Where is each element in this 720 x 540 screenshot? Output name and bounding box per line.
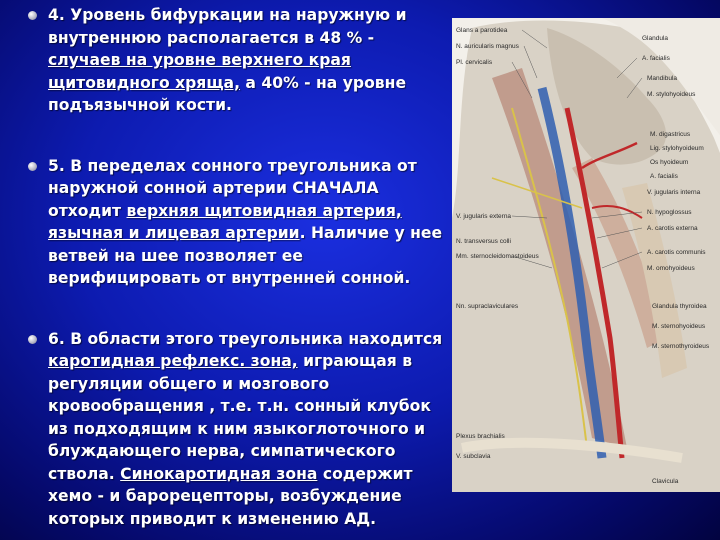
figure-label: V. jugularis interna bbox=[647, 189, 701, 196]
text-run-underlined: верхняя щитовидная артерия, язычная и ли… bbox=[48, 201, 402, 243]
text-run: Уровень бифуркации на наружную и внутрен… bbox=[48, 6, 407, 47]
figure-label: Pl. cervicalis bbox=[456, 59, 493, 66]
bullet-dot-icon bbox=[28, 334, 37, 344]
figure-label: A. carotis externa bbox=[647, 225, 698, 232]
bullet-number: 6. bbox=[48, 329, 65, 348]
bullet-item-5: 5. В переделах сонного треугольника от н… bbox=[28, 155, 448, 290]
vagus-nerve bbox=[511, 107, 588, 449]
figure-label: Glandula bbox=[642, 35, 668, 42]
neck-anatomy-illustration: Glans a parotidea N. auricularis magnus … bbox=[452, 18, 720, 492]
figure-label: M. stylohyoideus bbox=[647, 91, 696, 98]
text-run-underlined: случаев на уровне верхнего края щитовидн… bbox=[48, 51, 351, 92]
text-run: а 40% - на уровне подъязычной кости. bbox=[48, 73, 407, 115]
strap-muscles bbox=[572, 158, 667, 348]
text-run: играющая в регуляции общего и мозгового … bbox=[48, 352, 431, 483]
text-run-underlined: каротидная рефлекс. зона, bbox=[48, 352, 298, 370]
figure-label: N. auricularis magnus bbox=[456, 43, 520, 50]
bullet-item-6: 6. В области этого треугольника находитс… bbox=[28, 328, 448, 531]
bullet-number: 5. bbox=[48, 156, 65, 175]
bullet-dot-icon bbox=[28, 11, 37, 20]
figure-label: Glandula thyroidea bbox=[652, 303, 707, 310]
jugular-vein bbox=[537, 86, 607, 459]
bullet-text: В области этого треугольника находится к… bbox=[48, 330, 442, 528]
external-carotid-branch bbox=[581, 141, 638, 170]
figure-label: A. facialis bbox=[642, 55, 671, 62]
figure-label: M. digastricus bbox=[650, 131, 691, 138]
bullet-text: Уровень бифуркации на наружную и внутрен… bbox=[48, 6, 407, 114]
bullet-item-4: 4. Уровень бифуркации на наружную и внут… bbox=[28, 4, 448, 117]
figure-label: Mm. sternocleidomastoideus bbox=[456, 253, 539, 260]
figure-label: Mandibula bbox=[647, 75, 677, 82]
figure-label: V. subclavia bbox=[456, 453, 491, 460]
figure-label: M. sternohyoideus bbox=[652, 323, 706, 330]
figure-label: Lig. stylohyoideum bbox=[650, 145, 704, 152]
figure-label: M. sternothyroideus bbox=[652, 343, 710, 350]
carotid-artery bbox=[564, 107, 625, 459]
leader-lines bbox=[511, 29, 643, 269]
text-column: 4. Уровень бифуркации на наружную и внут… bbox=[28, 4, 448, 530]
right-labels: Glandula A. facialis Mandibula M. styloh… bbox=[642, 35, 710, 485]
text-run: . Наличие у нее ветвей на шее позволяет … bbox=[48, 224, 443, 287]
face-region bbox=[547, 28, 667, 165]
figure-label: Clavicula bbox=[652, 478, 679, 485]
larynx-region bbox=[622, 183, 687, 378]
clavicle-bone bbox=[461, 437, 683, 463]
bullet-text: В переделах сонного треугольника от нару… bbox=[48, 157, 442, 288]
figure-label: M. omohyoideus bbox=[647, 265, 695, 272]
text-run-underlined: Синокаротидная зона bbox=[120, 464, 318, 483]
thyroid-artery-branch bbox=[591, 205, 643, 219]
figure-label: A. carotis communis bbox=[647, 249, 706, 256]
bullet-dot-icon bbox=[28, 161, 37, 171]
neck-anatomy-figure: Glans a parotidea N. auricularis magnus … bbox=[452, 18, 720, 492]
figure-label: N. hypoglossus bbox=[647, 209, 692, 216]
sternocleidomastoid-muscle bbox=[492, 68, 627, 448]
figure-label: Glans a parotidea bbox=[456, 27, 508, 34]
text-run: В переделах сонного треугольника от нару… bbox=[48, 156, 417, 220]
figure-label: V. jugularis externa bbox=[456, 213, 511, 220]
left-labels: Glans a parotidea N. auricularis magnus … bbox=[456, 27, 539, 460]
bullet-number: 4. bbox=[48, 6, 65, 24]
background-area bbox=[602, 18, 720, 136]
figure-label: N. transversus colli bbox=[456, 238, 511, 245]
figure-label: A. facialis bbox=[650, 173, 679, 180]
figure-label: Os hyoideum bbox=[650, 159, 688, 166]
text-run: В области этого треугольника находится bbox=[70, 329, 443, 348]
figure-label: Plexus brachialis bbox=[456, 433, 506, 440]
cervical-plexus-nerve bbox=[491, 177, 583, 209]
text-run: содержит хемо - и барорецепторы, возбужд… bbox=[48, 464, 413, 528]
figure-label: Nn. supraclaviculares bbox=[456, 303, 519, 310]
